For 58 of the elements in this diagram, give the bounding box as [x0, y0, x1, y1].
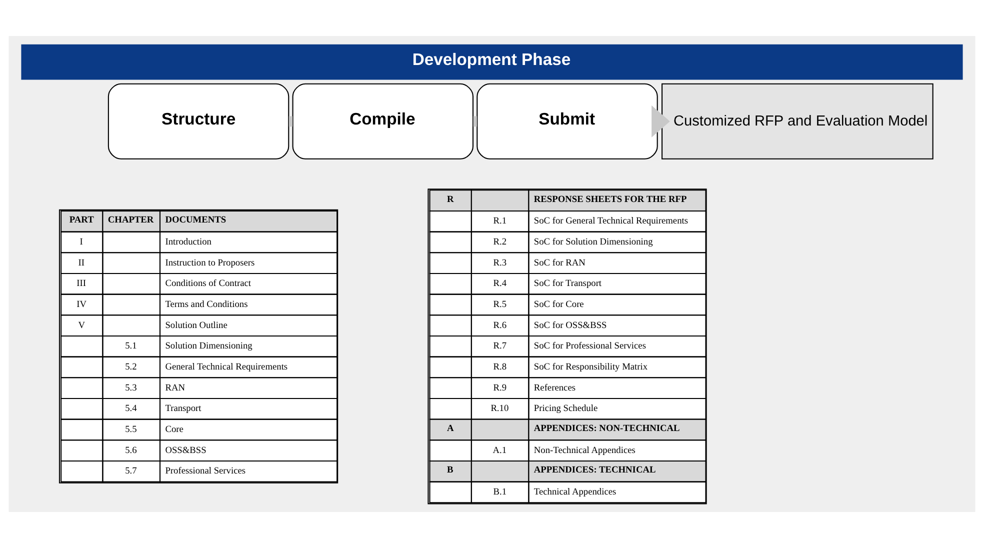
- label: 5.6: [125, 446, 137, 456]
- label: SoC for OSS&BSS: [534, 320, 607, 331]
- label: SoC for Professional Services: [534, 342, 646, 352]
- label: III: [76, 279, 86, 290]
- label: 5.7: [125, 466, 137, 477]
- label: A.1: [492, 446, 507, 456]
- label: I: [80, 238, 83, 248]
- label: R.4: [493, 279, 507, 290]
- label: V: [78, 320, 85, 331]
- label: Non-Technical Appendices: [534, 446, 636, 456]
- label: SoC for RAN: [534, 258, 586, 268]
- label: 5.1: [125, 342, 137, 352]
- label: RAN: [165, 383, 185, 394]
- label: APPENDICES: NON-TECHNICAL: [534, 424, 680, 434]
- label: R.5: [493, 300, 507, 310]
- label: 5.4: [125, 404, 137, 414]
- label: 5.2: [125, 362, 137, 373]
- label: SoC for Core: [534, 300, 584, 310]
- label: CHAPTER: [108, 216, 154, 226]
- label: R.7: [493, 342, 507, 352]
- label: SoC for General Technical Requirements: [534, 216, 688, 227]
- label: PART: [69, 216, 94, 226]
- label: Pricing Schedule: [534, 404, 598, 414]
- label: 5.5: [125, 425, 137, 436]
- label: References: [534, 383, 576, 394]
- label: Terms and Conditions: [165, 300, 248, 310]
- label: Instruction to Proposers: [165, 258, 255, 268]
- label: IV: [76, 300, 87, 310]
- label: APPENDICES: TECHNICAL: [534, 466, 656, 476]
- label: R.1: [493, 216, 507, 227]
- label: B: [446, 466, 454, 476]
- label: II: [78, 258, 84, 268]
- label: 5.3: [125, 383, 137, 394]
- label: R: [446, 194, 454, 205]
- label: Transport: [165, 404, 202, 414]
- label: SoC for Solution Dimensioning: [534, 238, 653, 248]
- label: Conditions of Contract: [165, 279, 252, 290]
- label: R.6: [493, 320, 507, 331]
- label: R.10: [490, 404, 509, 414]
- label: R.8: [493, 362, 507, 373]
- label: Solution Dimensioning: [165, 342, 252, 352]
- label: A: [446, 424, 454, 434]
- label: SoC for Responsibility Matrix: [534, 362, 648, 373]
- label: Core: [165, 425, 184, 436]
- label: R.3: [493, 258, 507, 268]
- label: Introduction: [165, 238, 212, 248]
- label: SoC for Transport: [534, 279, 602, 290]
- label: Professional Services: [165, 466, 246, 477]
- label: Solution Outline: [165, 320, 228, 331]
- label: General Technical Requirements: [165, 362, 288, 373]
- label: RESPONSE SHEETS FOR THE RFP: [534, 194, 687, 205]
- label: Technical Appendices: [534, 488, 616, 498]
- label: R.9: [493, 383, 507, 394]
- label: DOCUMENTS: [165, 216, 226, 226]
- label: B.1: [493, 488, 507, 498]
- diagram-title: Development Phase: [412, 50, 571, 69]
- label: OSS&BSS: [165, 446, 206, 456]
- label: R.2: [493, 238, 507, 248]
